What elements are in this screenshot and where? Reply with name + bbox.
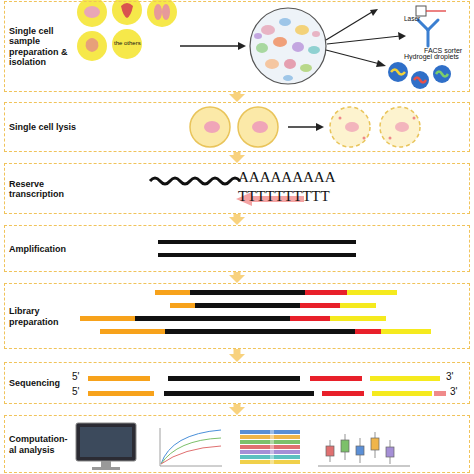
hydrogel-droplets — [388, 62, 451, 89]
stage-box: Single cell lysis — [4, 102, 470, 152]
annotation-label: TTTTTTTTTT — [238, 189, 330, 204]
library-fragments — [80, 290, 431, 334]
stage-label: Amplification — [9, 243, 77, 254]
annotation-label: Laser — [404, 16, 420, 23]
annotation-label: 5' — [72, 372, 79, 382]
computer-monitor — [76, 423, 136, 470]
stage-box: Single cell sample preparation & isolati… — [4, 1, 470, 92]
annotation-label: 3' — [450, 387, 457, 397]
sequencing-reads — [88, 376, 446, 396]
annotation-label: AAAAAAAAA — [238, 170, 336, 185]
flow-arrow — [234, 92, 241, 94]
annotation-label: the others — [114, 40, 144, 46]
stage-label: Computation- al analysis — [9, 434, 77, 455]
mrna-strand — [150, 178, 240, 184]
flow-arrow — [234, 404, 241, 407]
facs-antibody — [418, 20, 438, 46]
box-plots — [318, 432, 410, 466]
stage-label: Sequencing — [9, 378, 77, 389]
stage-box: Library preparation — [4, 283, 470, 349]
curve-plot — [160, 428, 222, 466]
cell-suspension — [250, 8, 326, 84]
stage-box: Computation- al analysis — [4, 415, 470, 473]
stage-label: Single cell lysis — [9, 122, 77, 133]
flow-arrow — [234, 152, 241, 155]
stage-box: Sequencing — [4, 362, 470, 404]
stage-box: Amplification — [4, 225, 470, 272]
intact-cells — [190, 107, 278, 147]
stage-label: Reserve transcription — [9, 178, 77, 199]
annotation-label: FACS sorter — [424, 47, 462, 54]
flow-arrow — [234, 214, 241, 217]
stage-box: Reserve transcription — [4, 163, 470, 214]
flow-arrow — [234, 272, 241, 275]
stage-label: Library preparation — [9, 306, 77, 327]
annotation-label: Hydrogel droplets — [404, 53, 459, 60]
lysed-cells — [330, 107, 420, 147]
laser-symbol — [416, 6, 446, 16]
organ-icons — [77, 0, 177, 61]
annotation-label: 3' — [446, 372, 453, 382]
annotation-label: 5' — [72, 387, 79, 397]
flow-arrow — [234, 349, 241, 354]
stacked-bars — [240, 430, 300, 464]
stage-label: Single cell sample preparation & isolati… — [9, 26, 77, 68]
